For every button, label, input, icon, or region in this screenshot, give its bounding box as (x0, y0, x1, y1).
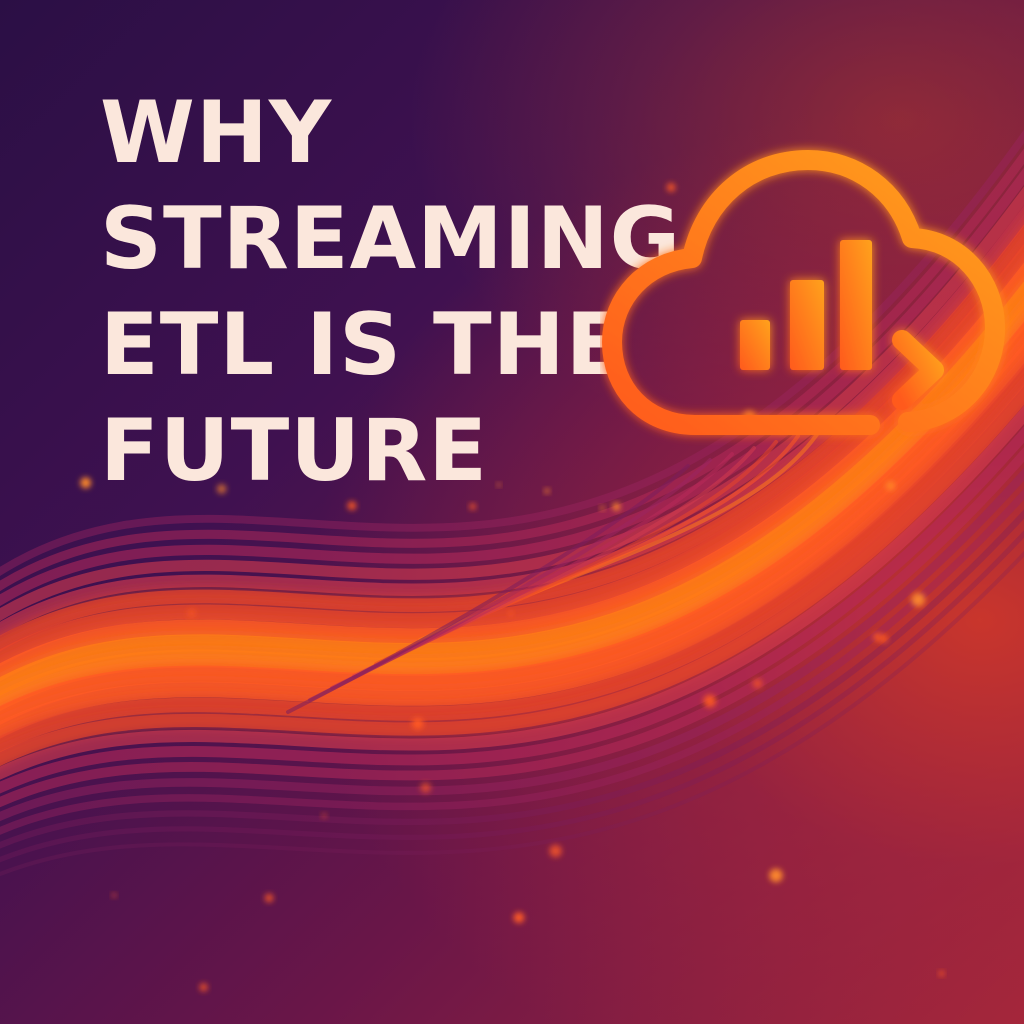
wave-lines (0, 129, 1024, 877)
wave-line (0, 426, 1024, 794)
glow-particle (412, 717, 424, 730)
glow-particle (469, 503, 477, 510)
cloud-outline (602, 150, 1005, 435)
arrow-head (892, 330, 944, 410)
glow-particle (769, 868, 783, 883)
wave-line (0, 529, 1024, 863)
wave-line (0, 186, 1024, 622)
glow-particle (549, 844, 562, 858)
bar-small (740, 320, 770, 370)
glow-particle (321, 813, 327, 819)
wave-line (0, 205, 1024, 637)
glow-particle (264, 893, 274, 903)
glow-particle (199, 983, 208, 992)
wave-line (0, 384, 1024, 767)
wave-line (0, 281, 1024, 697)
glow-particle (703, 694, 717, 708)
glow-particle (187, 608, 197, 618)
glow-particle (508, 610, 514, 617)
wave-line (0, 550, 1024, 877)
glow-particles (80, 182, 945, 992)
glow-particle (496, 482, 501, 487)
glow-particle (752, 678, 763, 689)
headline-line-4: FUTURE (100, 401, 489, 501)
glow-particle (111, 892, 117, 898)
glow-particle (911, 592, 926, 607)
glow-particle (599, 505, 605, 511)
glow-particle (886, 481, 895, 491)
glow-particle (347, 501, 357, 511)
wave-line (0, 446, 1024, 808)
headline: WHY STREAMING ETL IS THE FUTURE (100, 80, 681, 504)
wave-line (0, 405, 1024, 780)
wave-strand (286, 464, 690, 714)
glow-particle (873, 632, 882, 642)
headline-line-2: STREAMING (100, 189, 682, 289)
bar-medium (790, 280, 824, 370)
glow-particle (80, 477, 92, 489)
headline-line-3: ETL IS THE (100, 295, 626, 395)
glow-particle (544, 488, 550, 494)
glow-particle (666, 182, 676, 192)
wave-line (0, 300, 1024, 712)
glow-particle (612, 502, 621, 511)
glow-particle (420, 782, 432, 794)
wave-line (0, 509, 1024, 849)
glow-particle (513, 912, 525, 923)
glow-particle (216, 484, 227, 494)
bar-tall (840, 240, 872, 370)
wave-line (0, 321, 1024, 726)
wave-line (0, 363, 1024, 753)
wave-line (0, 488, 1024, 836)
wave-line (0, 342, 1024, 739)
cloud-analytics-stream-icon (602, 150, 1005, 435)
wave-line (0, 467, 1024, 822)
headline-line-1: WHY (100, 83, 333, 183)
glow-particle (939, 970, 945, 977)
